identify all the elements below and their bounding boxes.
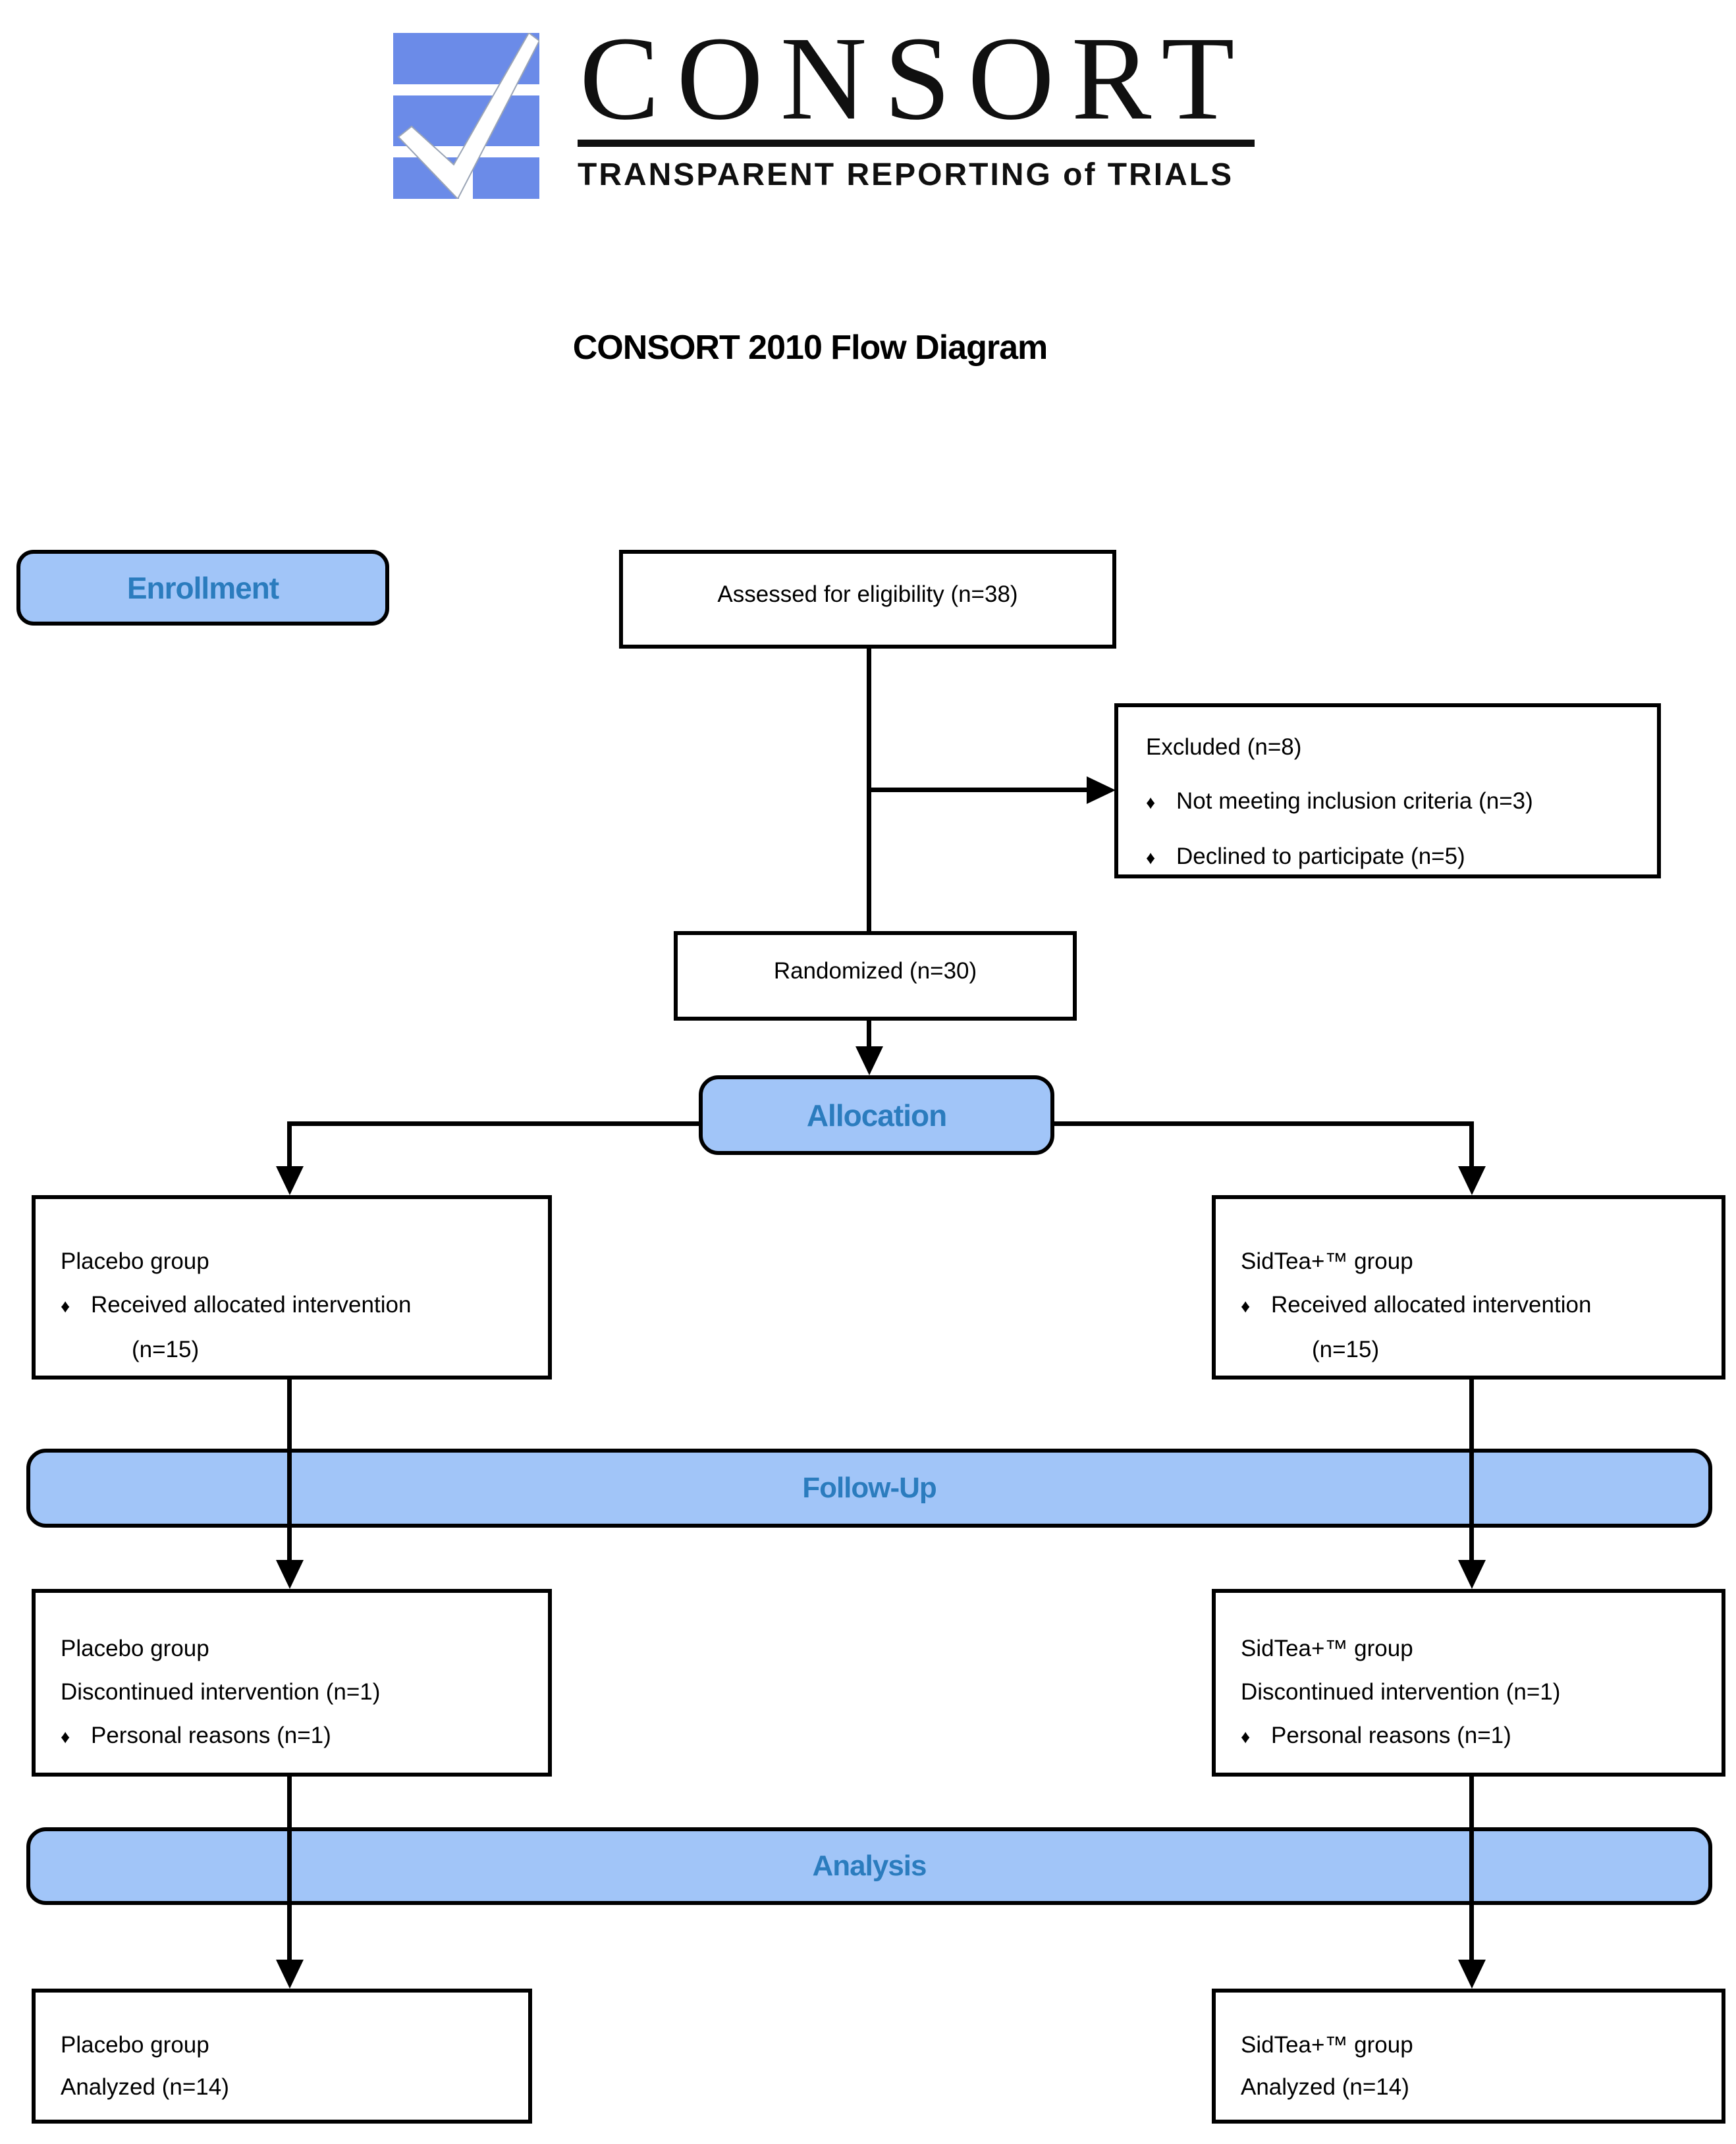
connector-randomized-allocation: [867, 1021, 871, 1050]
connector-excluded: [869, 788, 1088, 792]
sidtea-alloc-bullet-text: Received allocated intervention: [1271, 1292, 1592, 1318]
sidtea-an-line2: Analyzed (n=14): [1241, 2074, 1409, 2100]
consort-wordmark: CONSORT: [580, 13, 1252, 145]
checkmark-grid-icon: [393, 32, 541, 200]
arrowhead-allocation: [855, 1046, 883, 1075]
sidtea-an-title: SidTea+™ group: [1241, 2032, 1413, 2058]
placebo-followup-box: Placebo group Discontinued intervention …: [32, 1589, 552, 1777]
excluded-bullet-2-text: Declined to participate (n=5): [1176, 844, 1465, 869]
placebo-analysis-box: Placebo group Analyzed (n=14): [32, 1989, 532, 2124]
placebo-alloc-n: (n=15): [132, 1337, 200, 1362]
connector-allocation-right: [1469, 1121, 1474, 1167]
placebo-fu-bullet: ♦ Personal reasons (n=1): [61, 1714, 548, 1759]
excluded-bullet-1: ♦ Not meeting inclusion criteria (n=3): [1146, 774, 1657, 830]
diamond-bullet-icon: ♦: [1241, 1727, 1251, 1747]
diamond-bullet-icon: ♦: [1241, 1296, 1251, 1316]
enrollment-label-text: Enrollment: [126, 570, 279, 605]
placebo-fu-line2: Discontinued intervention (n=1): [61, 1679, 381, 1705]
connector-followup-left: [287, 1380, 292, 1561]
connector-allocation-left: [287, 1121, 292, 1167]
placebo-alloc-bullet: ♦ Received allocated intervention: [61, 1283, 548, 1328]
sidtea-fu-title: SidTea+™ group: [1241, 1636, 1413, 1661]
connector-analysis-left: [287, 1777, 292, 1961]
sidtea-fu-bullet-text: Personal reasons (n=1): [1271, 1723, 1511, 1748]
connector-followup-right: [1469, 1380, 1474, 1561]
consort-logo-icon: [393, 32, 541, 200]
diamond-bullet-icon: ♦: [61, 1727, 70, 1747]
sidtea-alloc-title: SidTea+™ group: [1241, 1248, 1413, 1274]
arrowhead-excluded: [1087, 776, 1116, 804]
sidtea-followup-box: SidTea+™ group Discontinued intervention…: [1212, 1589, 1725, 1777]
randomized-text: Randomized (n=30): [773, 958, 977, 984]
excluded-box: Excluded (n=8) ♦ Not meeting inclusion c…: [1114, 703, 1661, 878]
analysis-label-text: Analysis: [812, 1850, 927, 1882]
arrowhead-an-right: [1458, 1960, 1486, 1989]
stage-label-analysis: Analysis: [26, 1827, 1712, 1905]
sidtea-alloc-n: (n=15): [1312, 1337, 1380, 1362]
placebo-fu-title: Placebo group: [61, 1636, 209, 1661]
arrowhead-alloc-right: [1458, 1166, 1486, 1195]
excluded-bullet-2: ♦ Declined to participate (n=5): [1146, 830, 1657, 885]
arrowhead-fu-left: [276, 1560, 304, 1589]
diamond-bullet-icon: ♦: [1146, 847, 1156, 868]
allocation-label-text: Allocation: [806, 1098, 947, 1133]
assessed-text: Assessed for eligibility (n=38): [717, 581, 1018, 607]
followup-label-text: Follow-Up: [802, 1472, 937, 1504]
excluded-title: Excluded (n=8): [1146, 734, 1302, 760]
stage-label-allocation: Allocation: [699, 1075, 1054, 1155]
placebo-allocation-box: Placebo group ♦ Received allocated inter…: [32, 1195, 552, 1380]
placebo-alloc-title: Placebo group: [61, 1248, 209, 1274]
diamond-bullet-icon: ♦: [61, 1296, 70, 1316]
consort-tagline: TRANSPARENT REPORTING of TRIALS: [578, 157, 1234, 192]
excluded-bullet-1-text: Not meeting inclusion criteria (n=3): [1176, 788, 1533, 814]
arrowhead-fu-right: [1458, 1560, 1486, 1589]
connector-analysis-right: [1469, 1777, 1474, 1961]
connector-assessed-randomized: [867, 649, 871, 931]
sidtea-alloc-bullet: ♦ Received allocated intervention: [1241, 1283, 1722, 1328]
arrowhead-alloc-left: [276, 1166, 304, 1195]
placebo-fu-bullet-text: Personal reasons (n=1): [91, 1723, 331, 1748]
sidtea-analysis-box: SidTea+™ group Analyzed (n=14): [1212, 1989, 1725, 2124]
stage-label-followup: Follow-Up: [26, 1449, 1712, 1528]
arrowhead-an-left: [276, 1960, 304, 1989]
sidtea-fu-line2: Discontinued intervention (n=1): [1241, 1679, 1561, 1705]
assessed-box: Assessed for eligibility (n=38): [619, 550, 1116, 649]
sidtea-allocation-box: SidTea+™ group ♦ Received allocated inte…: [1212, 1195, 1725, 1380]
stage-label-enrollment: Enrollment: [16, 550, 389, 626]
placebo-an-line2: Analyzed (n=14): [61, 2074, 229, 2100]
randomized-box: Randomized (n=30): [674, 931, 1077, 1021]
placebo-alloc-bullet-text: Received allocated intervention: [91, 1292, 412, 1318]
page-title: CONSORT 2010 Flow Diagram: [572, 329, 1048, 367]
logo-underline: [578, 140, 1255, 147]
diamond-bullet-icon: ♦: [1146, 792, 1156, 813]
placebo-an-title: Placebo group: [61, 2032, 209, 2058]
sidtea-fu-bullet: ♦ Personal reasons (n=1): [1241, 1714, 1722, 1759]
